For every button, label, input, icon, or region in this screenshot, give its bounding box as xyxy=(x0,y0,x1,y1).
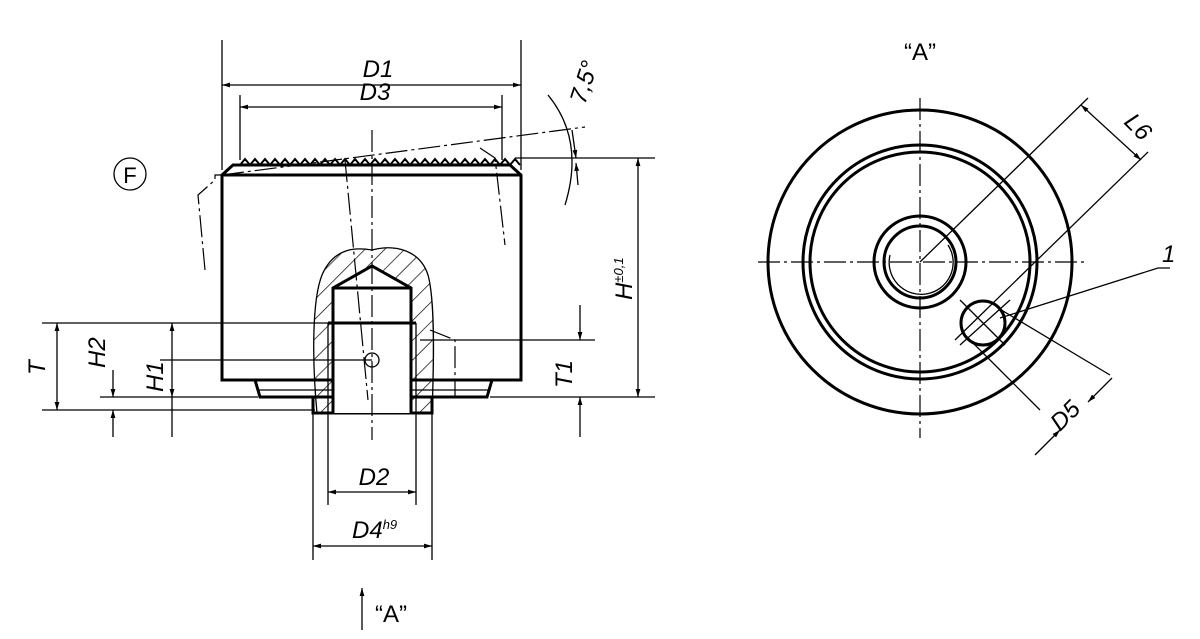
item-1-circle xyxy=(959,299,1007,347)
label-d4-tolerance: h9 xyxy=(383,517,397,532)
label-l6: L6 xyxy=(1119,108,1157,146)
end-view: “A” L6 D5 1 xyxy=(758,39,1175,456)
dim-l6 xyxy=(1080,104,1142,161)
dim-l6-ext xyxy=(919,97,1089,263)
callout-leader xyxy=(999,267,1170,319)
label-d4: D4h9 xyxy=(352,517,397,544)
callout-label: 1 xyxy=(1162,241,1175,268)
label-h-tolerance: ±0,1 xyxy=(611,257,626,282)
label-angle: 7,5° xyxy=(565,57,604,107)
form-label-text: F xyxy=(123,163,136,188)
end-view-title: “A” xyxy=(904,39,936,66)
label-h: H±0,1 xyxy=(611,257,638,300)
label-d3: D3 xyxy=(360,79,391,106)
label-t1: T1 xyxy=(551,360,578,388)
label-d5: D5 xyxy=(1045,395,1086,436)
label-h2: H2 xyxy=(84,337,111,368)
view-arrow-label: “A” xyxy=(375,601,407,628)
side-view: D1 D3 7,5° H±0,1 T H2 H1 T1 D2 D4h9 “A” xyxy=(24,40,655,630)
dim-d5 xyxy=(1034,429,1061,456)
label-t: T xyxy=(24,358,51,375)
form-label: F xyxy=(113,157,147,191)
label-h1: H1 xyxy=(142,361,169,392)
label-d2: D2 xyxy=(359,464,390,491)
label-d1: D1 xyxy=(363,56,394,83)
dim-angle-arc xyxy=(547,94,573,206)
form-label-circle xyxy=(113,157,147,191)
